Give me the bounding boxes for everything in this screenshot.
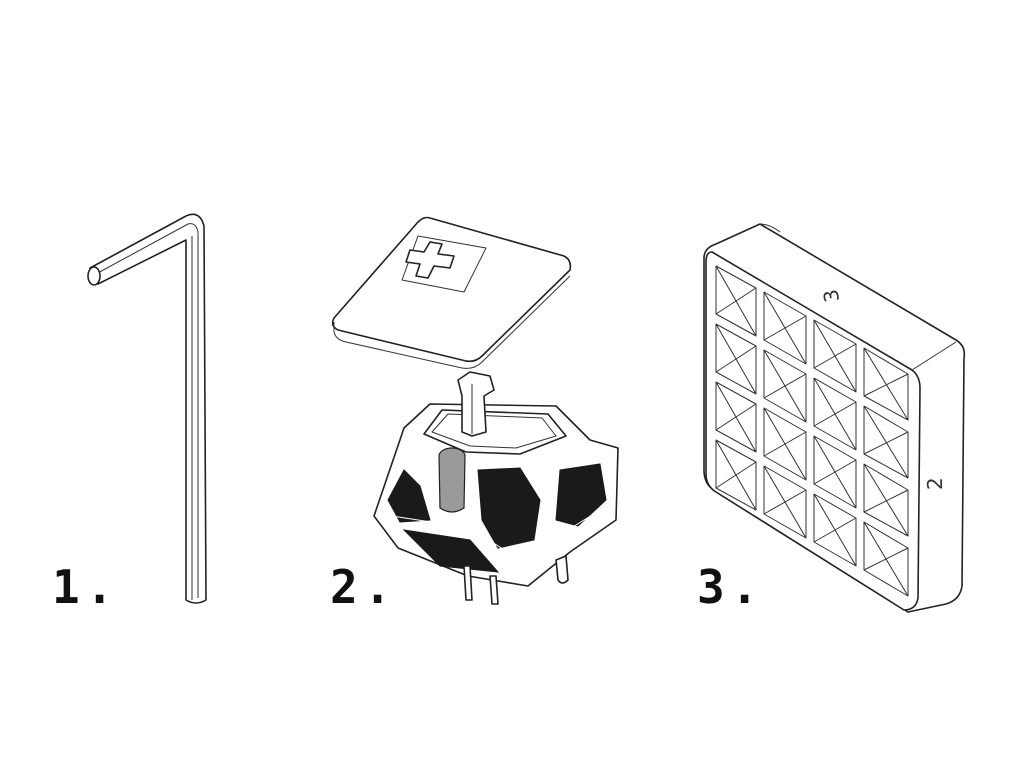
tray-top-marking: 3 xyxy=(818,287,844,304)
step-2-label: 2. xyxy=(330,560,398,614)
tray-side-marking: 2 xyxy=(923,477,947,490)
step-1-label: 1. xyxy=(52,560,120,614)
step-3-label: 3. xyxy=(697,560,765,614)
grid-cells xyxy=(715,265,909,597)
keycap-illustration xyxy=(331,216,572,369)
keyswitch-illustration xyxy=(373,371,619,605)
hex-key-illustration xyxy=(87,213,207,604)
grid-tray-illustration: 3 2 xyxy=(703,223,966,613)
